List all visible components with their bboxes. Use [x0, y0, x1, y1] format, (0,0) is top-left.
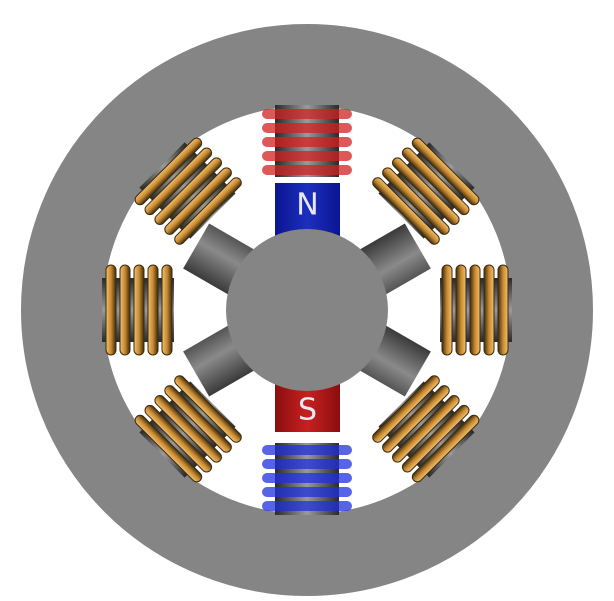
stator-coil-idle [440, 264, 512, 356]
coil-winding [392, 157, 460, 225]
coil-winding [262, 151, 352, 161]
coil-winding [174, 177, 242, 245]
coil-winding [144, 147, 213, 216]
coil-winding [441, 264, 453, 356]
coil-winding [455, 264, 467, 356]
coil-winding [154, 395, 222, 463]
coil-winding [134, 137, 203, 206]
coil-winding [119, 264, 131, 356]
coil-winding [262, 487, 352, 497]
coil-winding [497, 264, 509, 356]
coil-winding [411, 137, 480, 206]
stator-coils [102, 105, 512, 515]
stator-ring [21, 24, 593, 596]
coil-winding [164, 385, 232, 453]
coil-winding [262, 165, 352, 175]
coil-winding [372, 375, 440, 443]
coil-winding [105, 264, 117, 356]
coil-winding [164, 167, 232, 235]
coil-winding [401, 404, 470, 473]
coil-winding [144, 404, 213, 473]
coil-winding [262, 445, 352, 455]
stator-coil-idle [134, 137, 242, 245]
stator-coil-idle [102, 264, 174, 356]
coil-winding [372, 177, 440, 245]
coil-winding [401, 147, 470, 216]
coil-winding [483, 264, 495, 356]
south-label: S [298, 393, 317, 428]
coil-winding [392, 395, 460, 463]
coil-winding [262, 501, 352, 511]
stator-coil-idle [134, 375, 242, 483]
north-label: N [296, 188, 318, 223]
coil-winding [262, 459, 352, 469]
rotor-hub [226, 229, 388, 391]
stator-coil-idle [372, 137, 480, 245]
stator-coil-energized-north [262, 105, 352, 177]
coil-winding [382, 385, 450, 453]
coil-winding [133, 264, 145, 356]
stator-coil-energized-south [262, 443, 352, 515]
coil-winding [161, 264, 173, 356]
coil-winding [262, 109, 352, 119]
stator-coil-idle [372, 375, 480, 483]
coil-winding [262, 473, 352, 483]
coil-winding [262, 123, 352, 133]
coil-winding [382, 167, 450, 235]
coil-winding [154, 157, 222, 225]
coil-winding [134, 414, 203, 483]
coil-winding [469, 264, 481, 356]
coil-winding [147, 264, 159, 356]
coil-winding [411, 414, 480, 483]
coil-winding [262, 137, 352, 147]
coil-winding [174, 375, 242, 443]
